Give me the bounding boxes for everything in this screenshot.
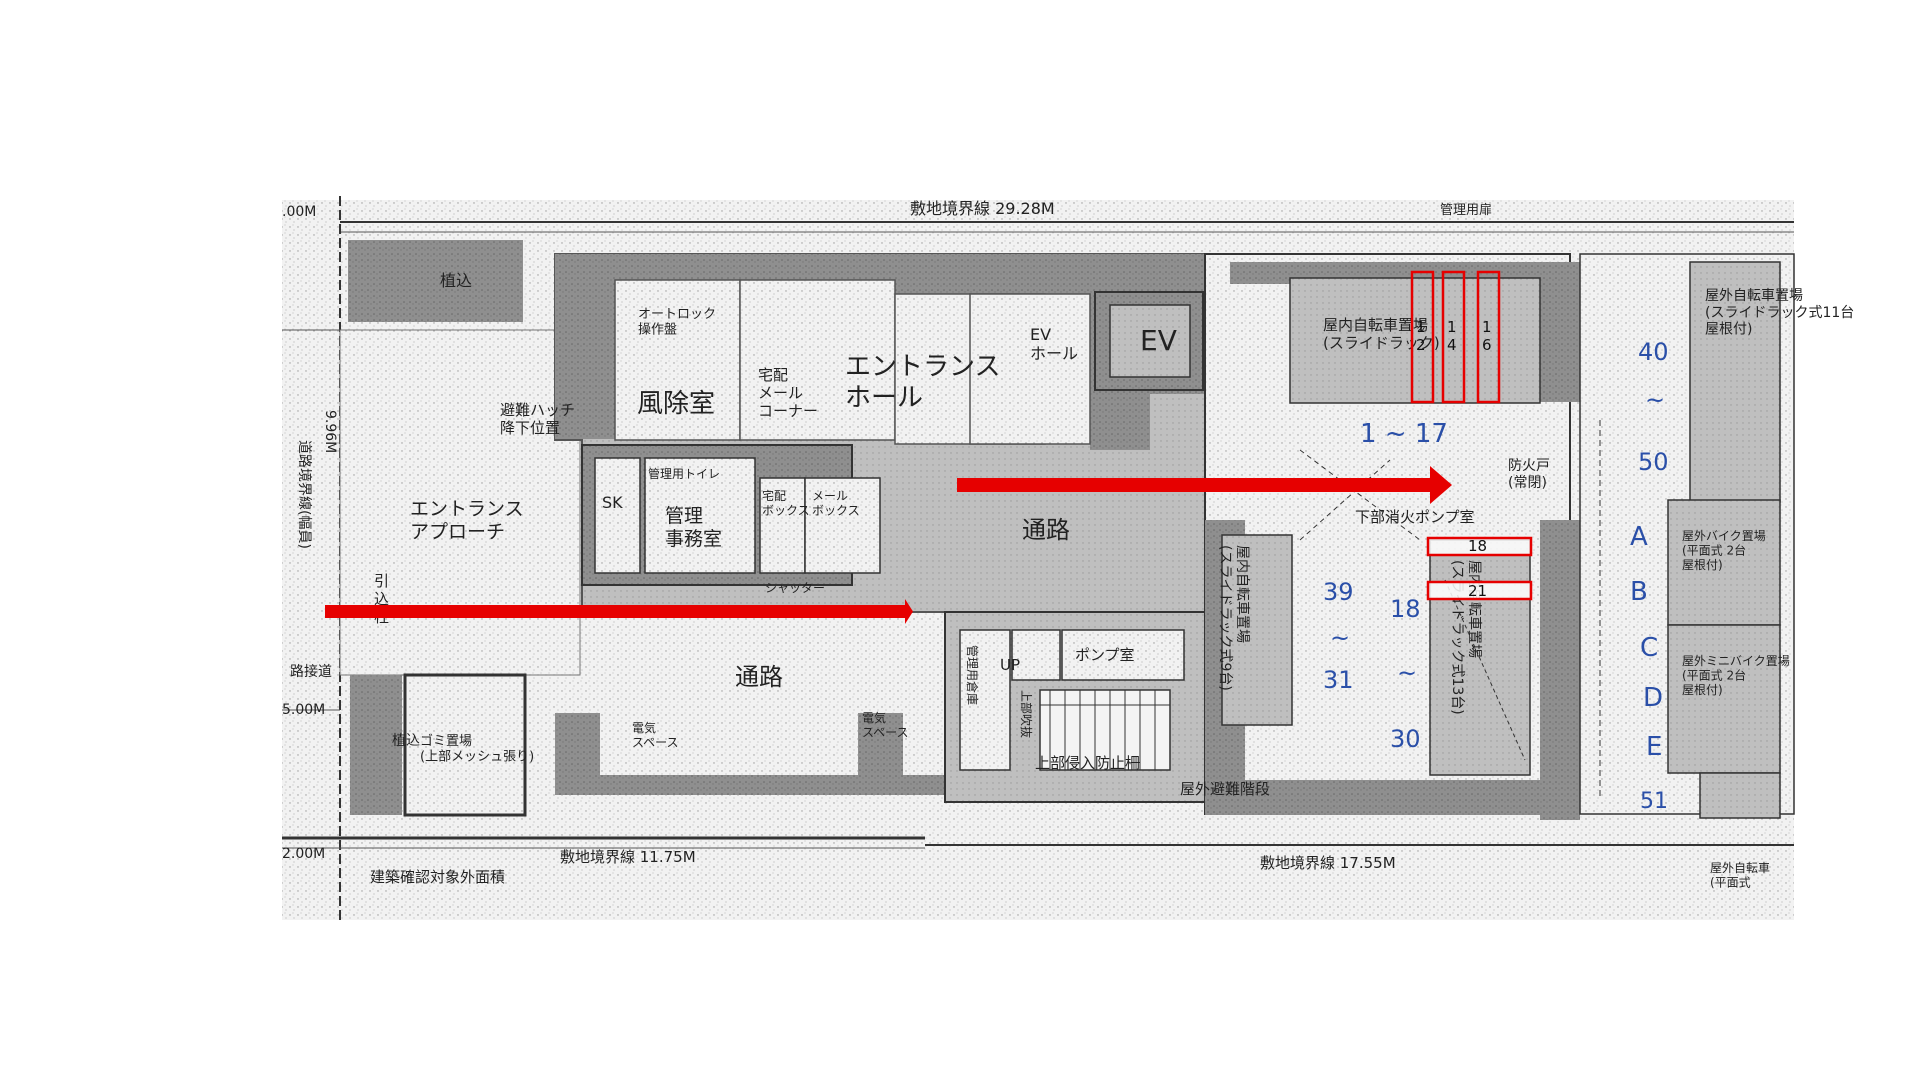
handwritten-range-top: 1 ~ 17	[1360, 419, 1448, 449]
handwritten-tilde-1: ~	[1645, 386, 1665, 414]
dim-vertical-label: 9.96M	[322, 410, 338, 453]
pump-room-below-label: 下部消火ポンプ室	[1355, 508, 1475, 526]
road-side-label: 路接道	[290, 663, 332, 680]
fire-door-label: 防火戸(常閉)	[1508, 458, 1550, 491]
upper-void-label: 上部吹抜	[1019, 690, 1034, 738]
slot-12-box	[1410, 270, 1435, 404]
boundary-top-label: 敷地境界線 29.28M	[910, 199, 1055, 218]
slot-21-label: 21	[1468, 582, 1487, 600]
intrusion-fence-label: 上部侵入防止柵	[1035, 754, 1140, 772]
entrance-approach-label: エントランスアプローチ	[410, 498, 524, 543]
outside-note-label: 建築確認対象外面積	[370, 868, 505, 886]
road-vertical-label: 道路境界線(幅員)	[296, 440, 312, 549]
handwritten-d: D	[1643, 683, 1663, 713]
handwritten-tilde-2: ~	[1330, 624, 1350, 652]
planting-bottom-label: 植込	[392, 733, 420, 749]
handwritten-tilde-3: ~	[1397, 659, 1417, 687]
slot-18-box	[1426, 536, 1533, 557]
outdoor-bike-top	[1689, 261, 1781, 503]
mgmt-office-label: 管理事務室	[665, 505, 722, 550]
dim-mid-left: 5.00M	[282, 702, 325, 718]
handwritten-a: A	[1630, 522, 1648, 552]
handwritten-50: 50	[1638, 448, 1669, 476]
entrance-hall-label: エントランスホール	[845, 352, 1000, 413]
pull-pillar-label: 引込柱	[374, 572, 389, 626]
slot-18-label: 18	[1468, 537, 1487, 555]
planting-top-label: 植込	[440, 271, 472, 290]
pump-room-label: ポンプ室	[1075, 646, 1135, 664]
bike-parking-1	[1667, 499, 1781, 626]
management-office	[644, 457, 756, 574]
slot-14-box	[1441, 270, 1466, 404]
delivery-corner	[739, 279, 896, 441]
bike-parking-1-label: 屋外バイク置場(平面式 2台屋根付)	[1682, 529, 1766, 572]
passage-lower-label: 通路	[735, 663, 783, 691]
handwritten-40: 40	[1638, 338, 1669, 366]
handwritten-18: 18	[1390, 595, 1421, 623]
outdoor-bike-bottom	[1699, 772, 1781, 819]
mgmt-storage-label: 管理用倉庫	[965, 645, 980, 705]
arrow-upper	[957, 466, 1452, 504]
evac-hatch-label: 避難ハッチ降下位置	[500, 401, 575, 437]
dim-bottom-left: 2.00M	[282, 846, 325, 862]
arrow-lower	[325, 599, 913, 624]
autolock-label: オートロック操作盤	[638, 307, 716, 338]
meter-space-1-label: 電気スペース	[632, 720, 679, 749]
planting-top	[348, 240, 523, 322]
ev-hall	[969, 293, 1091, 445]
mgmt-toilet-label: 管理用トイレ	[648, 466, 720, 481]
up-label: UP	[1000, 656, 1020, 674]
sk-room	[594, 457, 641, 574]
vestibule	[614, 279, 741, 441]
ev-label: EV	[1140, 324, 1177, 357]
handwritten-c: C	[1640, 633, 1658, 663]
management-fence-label: 管理用扉	[1440, 202, 1492, 218]
meter-space-2-label: 電気スペース	[862, 710, 909, 739]
garbage-area	[403, 673, 527, 817]
handwritten-b: B	[1630, 577, 1648, 607]
mail-box-label: メールボックス	[812, 489, 860, 517]
outdoor-bike-top-label: 屋外自転車置場(スライドラック式11台屋根付)	[1705, 287, 1854, 338]
outdoor-bike-bottom-label: 屋外自転車(平面式	[1710, 861, 1770, 889]
indoor-bike-left	[1221, 534, 1293, 726]
handwritten-39: 39	[1323, 578, 1354, 606]
bike-parking-2-label: 屋外ミニバイク置場(平面式 2台屋根付)	[1682, 654, 1790, 697]
vestibule-label: 風除室	[637, 389, 715, 419]
indoor-bike-right	[1429, 539, 1531, 776]
garbage-label: ゴミ置場(上部メッシュ張り)	[420, 733, 534, 765]
boundary-bottom-left-label: 敷地境界線 11.75M	[560, 848, 696, 866]
pump-room	[1061, 629, 1185, 681]
passage-upper-label: 通路	[1022, 516, 1070, 544]
management-storage	[959, 629, 1011, 771]
handwritten-30: 30	[1390, 725, 1421, 753]
handwritten-e: E	[1646, 732, 1662, 762]
handwritten-51: 51	[1640, 789, 1668, 814]
slot-16-box	[1476, 270, 1501, 404]
bike-parking-2	[1667, 624, 1781, 774]
shutter-label: シャッター	[765, 581, 825, 595]
stairs	[1039, 689, 1171, 771]
sk-label: SK	[602, 493, 623, 512]
boundary-bottom-right-label: 敷地境界線 17.55M	[1260, 854, 1396, 872]
indoor-bike-top-label: 屋内自転車置場(スライドラック)	[1323, 316, 1440, 352]
indoor-bike-left-label: 屋内自転車置場(スライドラック式9台)	[1217, 545, 1251, 691]
route-arrows	[325, 466, 1452, 624]
planting-bottom	[350, 675, 402, 815]
delivery-label: 宅配メールコーナー	[758, 366, 818, 420]
outdoor-stairs-label: 屋外避難階段	[1180, 780, 1270, 798]
dim-top-left: .00M	[282, 204, 316, 220]
delivery-box-label: 宅配ボックス	[762, 488, 810, 517]
handwritten-31: 31	[1323, 666, 1354, 694]
slot-21-box	[1426, 580, 1533, 601]
